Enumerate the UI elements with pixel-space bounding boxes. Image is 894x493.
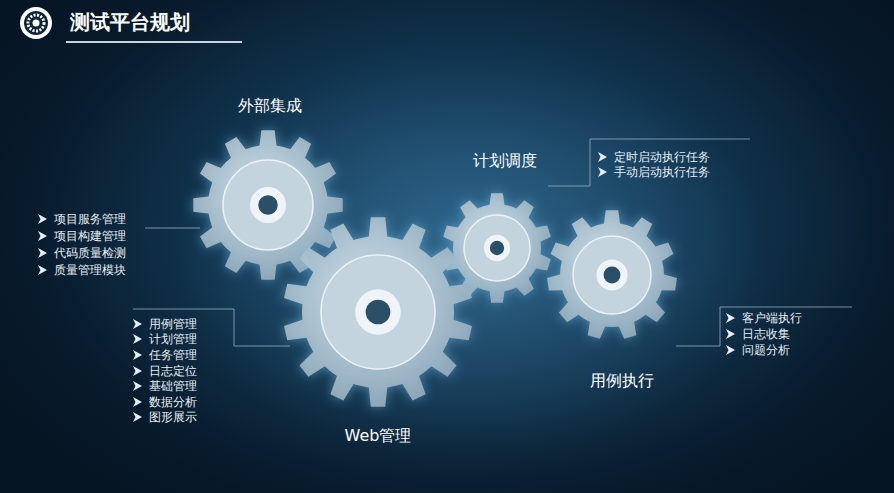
gear-hub (596, 259, 627, 290)
bullet-text: 定时启动执行任务 (614, 149, 710, 165)
leader-line (145, 228, 200, 229)
bullet-text: 图形展示 (149, 409, 197, 425)
bullet-text: 任务管理 (149, 347, 197, 363)
gear-inner-ring (573, 236, 651, 314)
bullet-arrow (38, 231, 47, 241)
bullet-text: 项目构建管理 (54, 228, 126, 244)
bullet-item: 项目服务管理 (38, 211, 126, 227)
bullet-item: 质量管理模块 (38, 262, 126, 278)
gear-body (284, 217, 472, 406)
bullet-arrow (38, 248, 47, 258)
bullet-item: 数据分析 (133, 394, 197, 410)
bullet-arrow (38, 265, 47, 275)
bullet-text: 代码质量检测 (54, 245, 126, 261)
bullet-text: 质量管理模块 (54, 262, 126, 278)
gear-hole (258, 195, 278, 215)
title: 测试平台规划 (70, 9, 190, 36)
bullet-text: 计划管理 (149, 331, 197, 347)
bullet-item: 任务管理 (133, 347, 197, 363)
bullet-item: 定时启动执行任务 (598, 149, 710, 165)
bullet-arrow (133, 397, 142, 407)
gear-hub (250, 187, 286, 223)
leader-line (133, 309, 290, 346)
gear-hub (484, 235, 510, 261)
bullet-item: 项目构建管理 (38, 228, 126, 244)
bullet-arrow (133, 350, 142, 360)
gear-inner-ring (464, 215, 530, 281)
bullet-item: 计划管理 (133, 331, 197, 347)
bullet-arrow (133, 381, 142, 391)
gear-inner-ring (223, 160, 313, 250)
bullet-text: 用例管理 (149, 316, 197, 332)
bullet-text: 日志收集 (742, 326, 790, 342)
leader-line (676, 307, 852, 346)
bullet-arrow (133, 334, 142, 344)
title-logo (20, 7, 52, 39)
gear-label: 计划调度 (473, 151, 537, 170)
bullet-text: 客户端执行 (742, 310, 802, 326)
gear-label: 外部集成 (238, 96, 302, 115)
bullet-item: 日志定位 (133, 363, 197, 379)
bullet-item: 手动启动执行任务 (598, 164, 710, 180)
bullet-arrow (133, 412, 142, 422)
bullet-arrow (726, 313, 735, 323)
bullet-item: 用例管理 (133, 316, 197, 332)
bullet-arrow (133, 319, 142, 329)
bullet-text: 手动启动执行任务 (614, 164, 710, 180)
leader-line (548, 139, 750, 186)
gear-hole (490, 241, 504, 255)
gear-label-box: 用例执行 (590, 371, 654, 391)
gear-label-box: 计划调度 (473, 151, 537, 171)
bullet-text: 基础管理 (149, 378, 197, 394)
bullet-item: 代码质量检测 (38, 245, 126, 261)
bullet-item: 问题分析 (726, 342, 790, 358)
bullet-item: 客户端执行 (726, 310, 802, 326)
bullet-item: 基础管理 (133, 378, 197, 394)
bullet-arrow (38, 214, 47, 224)
bullet-arrow (133, 366, 142, 376)
gear-inner-ring (321, 255, 435, 369)
title-text: 测试平台规划 (70, 10, 190, 34)
gear-label: Web管理 (345, 426, 412, 445)
gear-label-box: 外部集成 (238, 96, 302, 116)
bullet-item: 图形展示 (133, 409, 197, 425)
gear-node: 用例执行 (547, 210, 677, 340)
bullet-text: 日志定位 (149, 363, 197, 379)
bullet-arrow (726, 329, 735, 339)
gear-hole (366, 300, 391, 325)
background-glow (170, 60, 770, 460)
gear-hub (355, 289, 401, 335)
gear-label: 用例执行 (590, 371, 654, 390)
bullet-text: 问题分析 (742, 342, 790, 358)
gear-label-box: Web管理 (345, 426, 412, 446)
bullet-text: 数据分析 (149, 394, 197, 410)
gear-node: Web管理 (283, 217, 473, 407)
bullet-arrow (598, 152, 607, 162)
gear-body (547, 210, 677, 339)
gear-shape (283, 217, 473, 407)
gear-shape (547, 210, 677, 340)
gear-hole (604, 267, 621, 284)
bullet-text: 项目服务管理 (54, 211, 126, 227)
title-underline (66, 41, 242, 43)
bullet-arrow (598, 167, 607, 177)
bullet-item: 日志收集 (726, 326, 790, 342)
bullet-arrow (726, 345, 735, 355)
